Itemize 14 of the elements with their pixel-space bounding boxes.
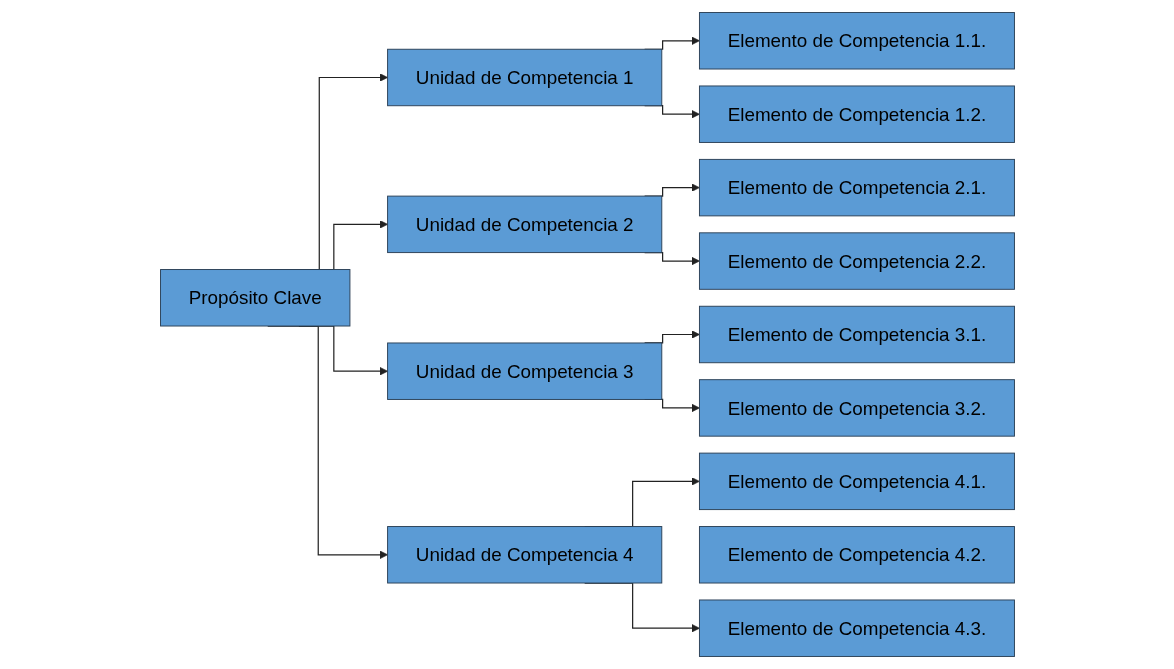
node-box: Elemento de Competencia 3.2. xyxy=(698,379,1015,437)
node-box: Unidad de Competencia 3 xyxy=(386,342,662,400)
node-box: Elemento de Competencia 2.1. xyxy=(698,158,1015,217)
node-box: Elemento de Competencia 4.1. xyxy=(698,452,1015,511)
node-box: Elemento de Competencia 1.2. xyxy=(698,85,1015,143)
node-box: Propósito Clave xyxy=(159,269,350,327)
node-box: Unidad de Competencia 1 xyxy=(386,48,662,107)
node-box: Elemento de Competencia 4.3. xyxy=(698,599,1015,657)
node-box: Elemento de Competencia 2.2. xyxy=(698,232,1015,290)
node-box: Unidad de Competencia 4 xyxy=(386,526,662,584)
node-box: Unidad de Competencia 2 xyxy=(386,195,662,254)
node-box: Elemento de Competencia 1.1. xyxy=(698,12,1015,70)
node-box: Elemento de Competencia 4.2. xyxy=(698,526,1015,584)
node-box: Elemento de Competencia 3.1. xyxy=(698,305,1015,364)
